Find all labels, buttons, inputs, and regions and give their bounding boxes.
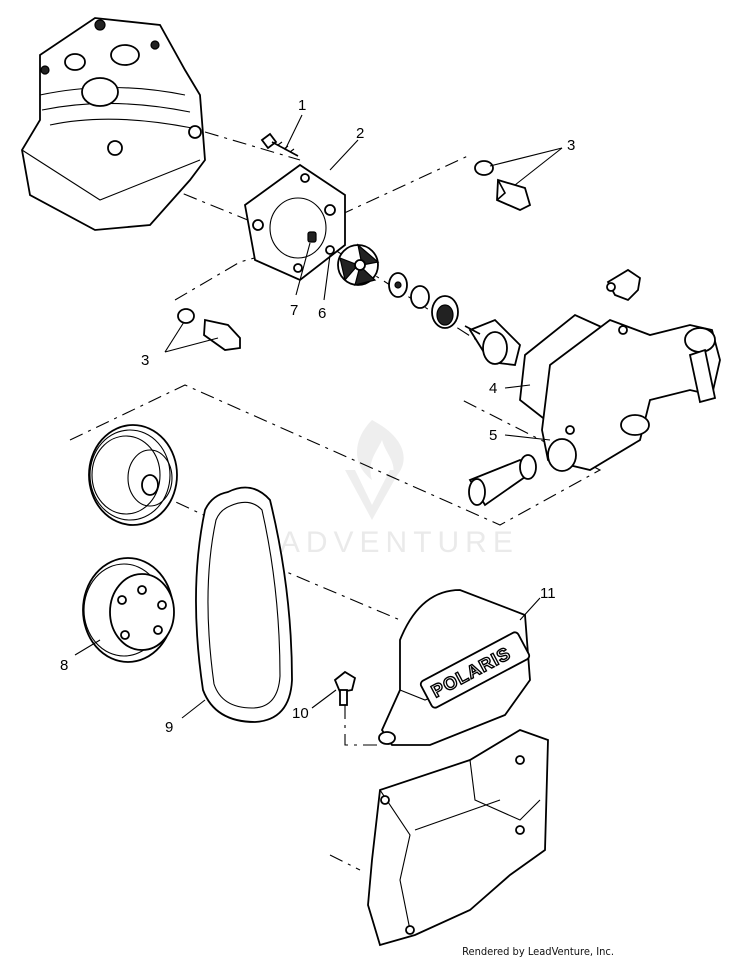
callout-8: 8 <box>60 657 68 674</box>
belt-guard-part-11: POLARIS <box>378 589 531 746</box>
drive-belt-part-9 <box>195 486 293 723</box>
gasket-part-2 <box>244 163 346 282</box>
callout-2: 2 <box>356 125 364 142</box>
callout-labels: 1 2 3 3 4 5 6 7 8 9 10 11 <box>60 97 575 736</box>
sleeve <box>468 454 537 507</box>
elbow-fitting <box>606 268 641 302</box>
drive-pulley <box>88 424 178 526</box>
pulley-part-8 <box>82 557 175 663</box>
washer-bolt-part-3-upper <box>474 160 532 211</box>
flame-logo-icon <box>345 420 404 520</box>
water-pump-shaft-parts <box>388 272 521 366</box>
leader-lines <box>74 114 563 719</box>
callout-1: 1 <box>298 97 306 114</box>
pin-part-7 <box>307 231 317 243</box>
callout-4: 4 <box>489 380 497 397</box>
bolt-part-10 <box>333 670 357 706</box>
washer-bolt-part-3-lower <box>177 308 241 351</box>
callout-3-upper: 3 <box>567 137 575 154</box>
callout-7: 7 <box>290 302 298 319</box>
footer-credit: Rendered by LeadVenture, Inc. <box>462 945 614 958</box>
callout-10: 10 <box>292 705 309 722</box>
callout-3-lower: 3 <box>141 352 149 369</box>
impeller <box>337 243 380 286</box>
callout-6: 6 <box>318 305 326 322</box>
engine-cylinder <box>21 17 206 231</box>
callout-11: 11 <box>540 585 556 602</box>
bolt-part-1 <box>260 132 299 157</box>
washer-part-6 <box>325 245 335 255</box>
pump-housing-part-5 <box>541 318 721 472</box>
callout-9: 9 <box>165 719 173 736</box>
callout-5: 5 <box>489 427 497 444</box>
belt-housing-frame <box>367 729 549 947</box>
